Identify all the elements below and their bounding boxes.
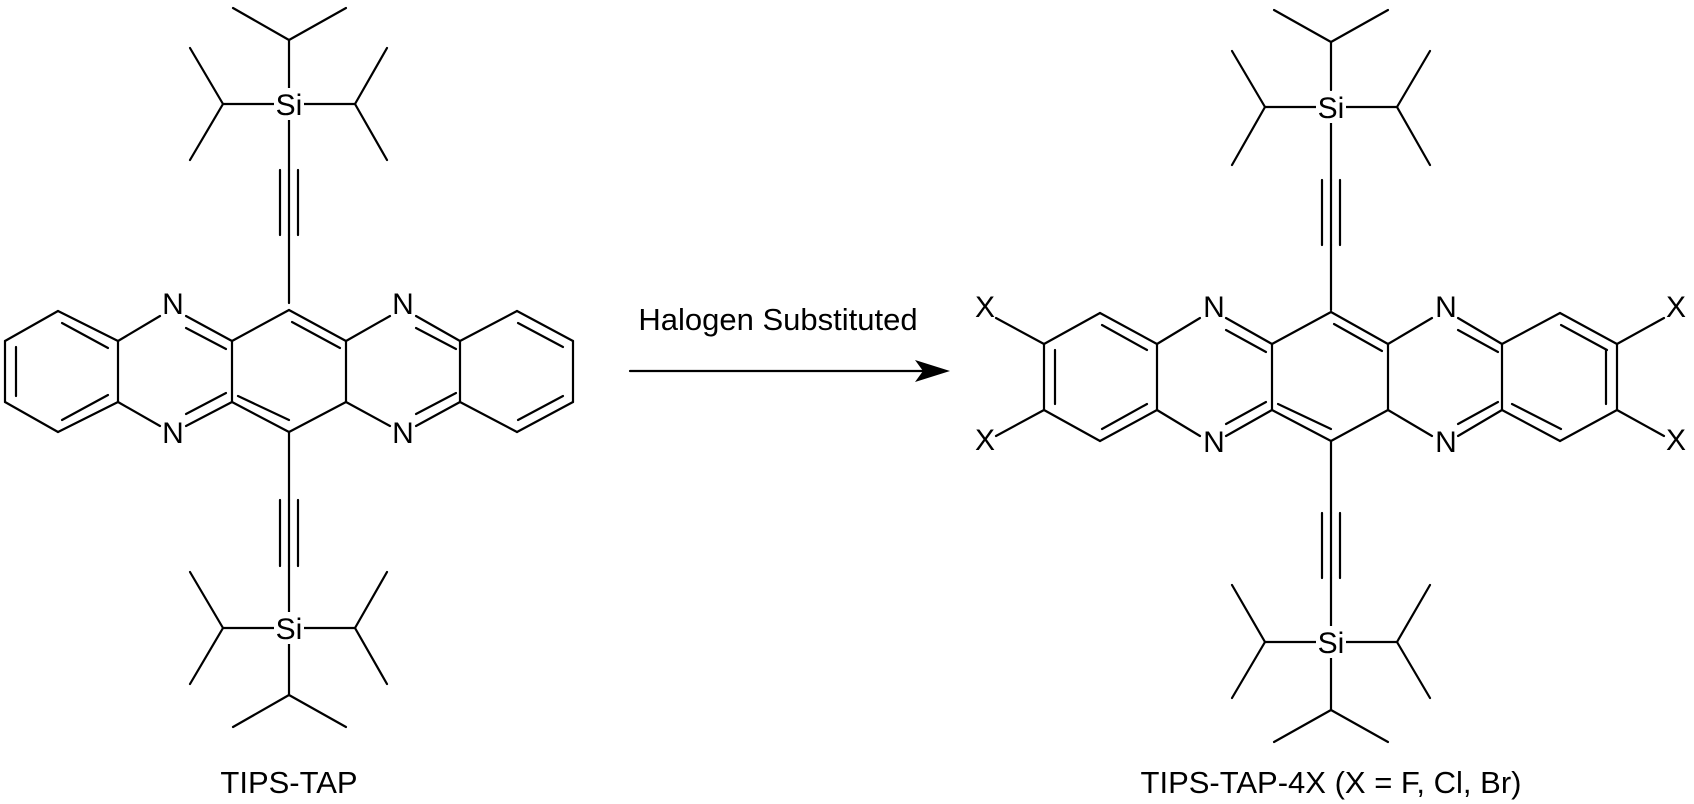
product-atom-labels: Si N N N N X X X X Si <box>975 91 1686 660</box>
product-silicon-label-bottom: Si <box>1318 627 1345 660</box>
product-name: TIPS-TAP-4X (X = F, Cl, Br) <box>1141 765 1522 800</box>
product-bonds <box>994 8 1666 744</box>
product-substituent-label-1: X <box>975 291 995 324</box>
arrow-head <box>915 360 950 382</box>
reactant-atom-labels: Si N N N N Si <box>162 88 414 646</box>
reactant-nitrogen-label-4: N <box>392 417 414 450</box>
reactant-name: TIPS-TAP <box>220 765 357 800</box>
reactant-nitrogen-label-3: N <box>162 417 184 450</box>
reactant-silicon-label-top: Si <box>276 89 303 122</box>
product-substituent-label-3: X <box>1666 291 1686 324</box>
reactant-tips-tap: Si N N N N Si TIPS-TAP <box>3 6 575 800</box>
product-nitrogen-label-4: N <box>1435 426 1457 459</box>
reactant-nitrogen-label-2: N <box>392 288 414 321</box>
reactant-silicon-label-bottom: Si <box>276 613 303 646</box>
product-nitrogen-label-3: N <box>1203 426 1225 459</box>
reactant-nitrogen-label-1: N <box>162 288 184 321</box>
reaction-arrow: Halogen Substituted <box>628 302 950 382</box>
product-silicon-label-top: Si <box>1318 92 1345 125</box>
product-nitrogen-label-2: N <box>1435 291 1457 324</box>
product-tips-tap-4x: Si N N N N X X X X Si TIPS-TAP-4X (X = F… <box>975 8 1686 800</box>
reactant-bonds <box>3 6 575 729</box>
product-nitrogen-label-1: N <box>1203 291 1225 324</box>
product-substituent-label-4: X <box>1666 424 1686 457</box>
reaction-condition-label: Halogen Substituted <box>638 302 917 337</box>
product-substituent-label-2: X <box>975 424 995 457</box>
